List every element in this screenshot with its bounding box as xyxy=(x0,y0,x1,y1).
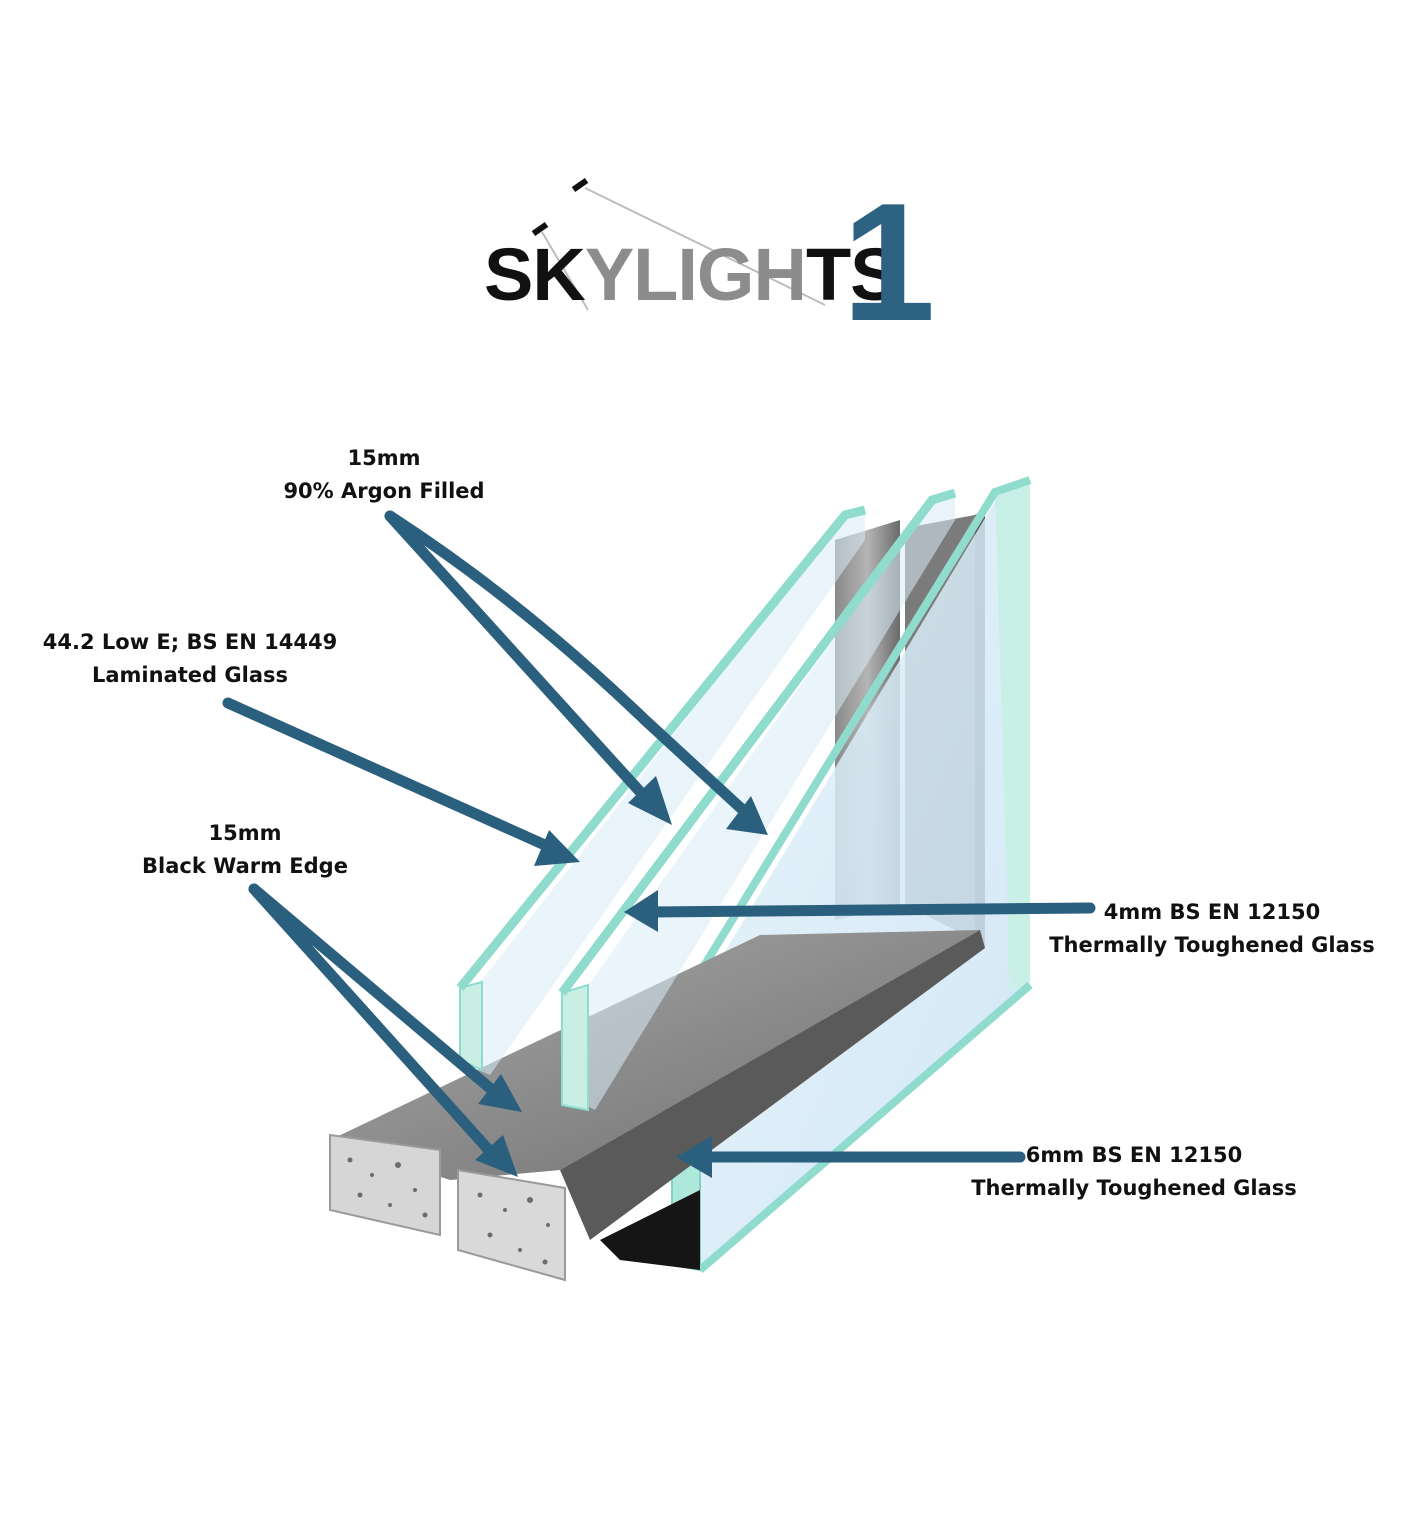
label-laminated: 44.2 Low E; BS EN 14449 Laminated Glass xyxy=(40,626,340,692)
label-warm-edge-line2: Black Warm Edge xyxy=(130,850,360,883)
arrow-argon-2 xyxy=(390,516,745,812)
arrow-4mm xyxy=(650,908,1090,912)
label-argon: 15mm 90% Argon Filled xyxy=(270,442,498,508)
label-glass-6mm-line1: 6mm BS EN 12150 xyxy=(962,1139,1306,1172)
label-argon-line1: 15mm xyxy=(270,442,498,475)
label-glass-4mm-line2: Thermally Toughened Glass xyxy=(1040,929,1384,962)
label-laminated-line2: Laminated Glass xyxy=(40,659,340,692)
label-laminated-line1: 44.2 Low E; BS EN 14449 xyxy=(40,626,340,659)
label-glass-6mm: 6mm BS EN 12150 Thermally Toughened Glas… xyxy=(962,1139,1306,1205)
label-argon-line2: 90% Argon Filled xyxy=(270,475,498,508)
label-glass-6mm-line2: Thermally Toughened Glass xyxy=(962,1172,1306,1205)
label-warm-edge-line1: 15mm xyxy=(130,817,360,850)
label-warm-edge: 15mm Black Warm Edge xyxy=(130,817,360,883)
label-glass-4mm: 4mm BS EN 12150 Thermally Toughened Glas… xyxy=(1040,896,1384,962)
arrow-argon-1 xyxy=(390,516,652,805)
label-glass-4mm-line1: 4mm BS EN 12150 xyxy=(1040,896,1384,929)
